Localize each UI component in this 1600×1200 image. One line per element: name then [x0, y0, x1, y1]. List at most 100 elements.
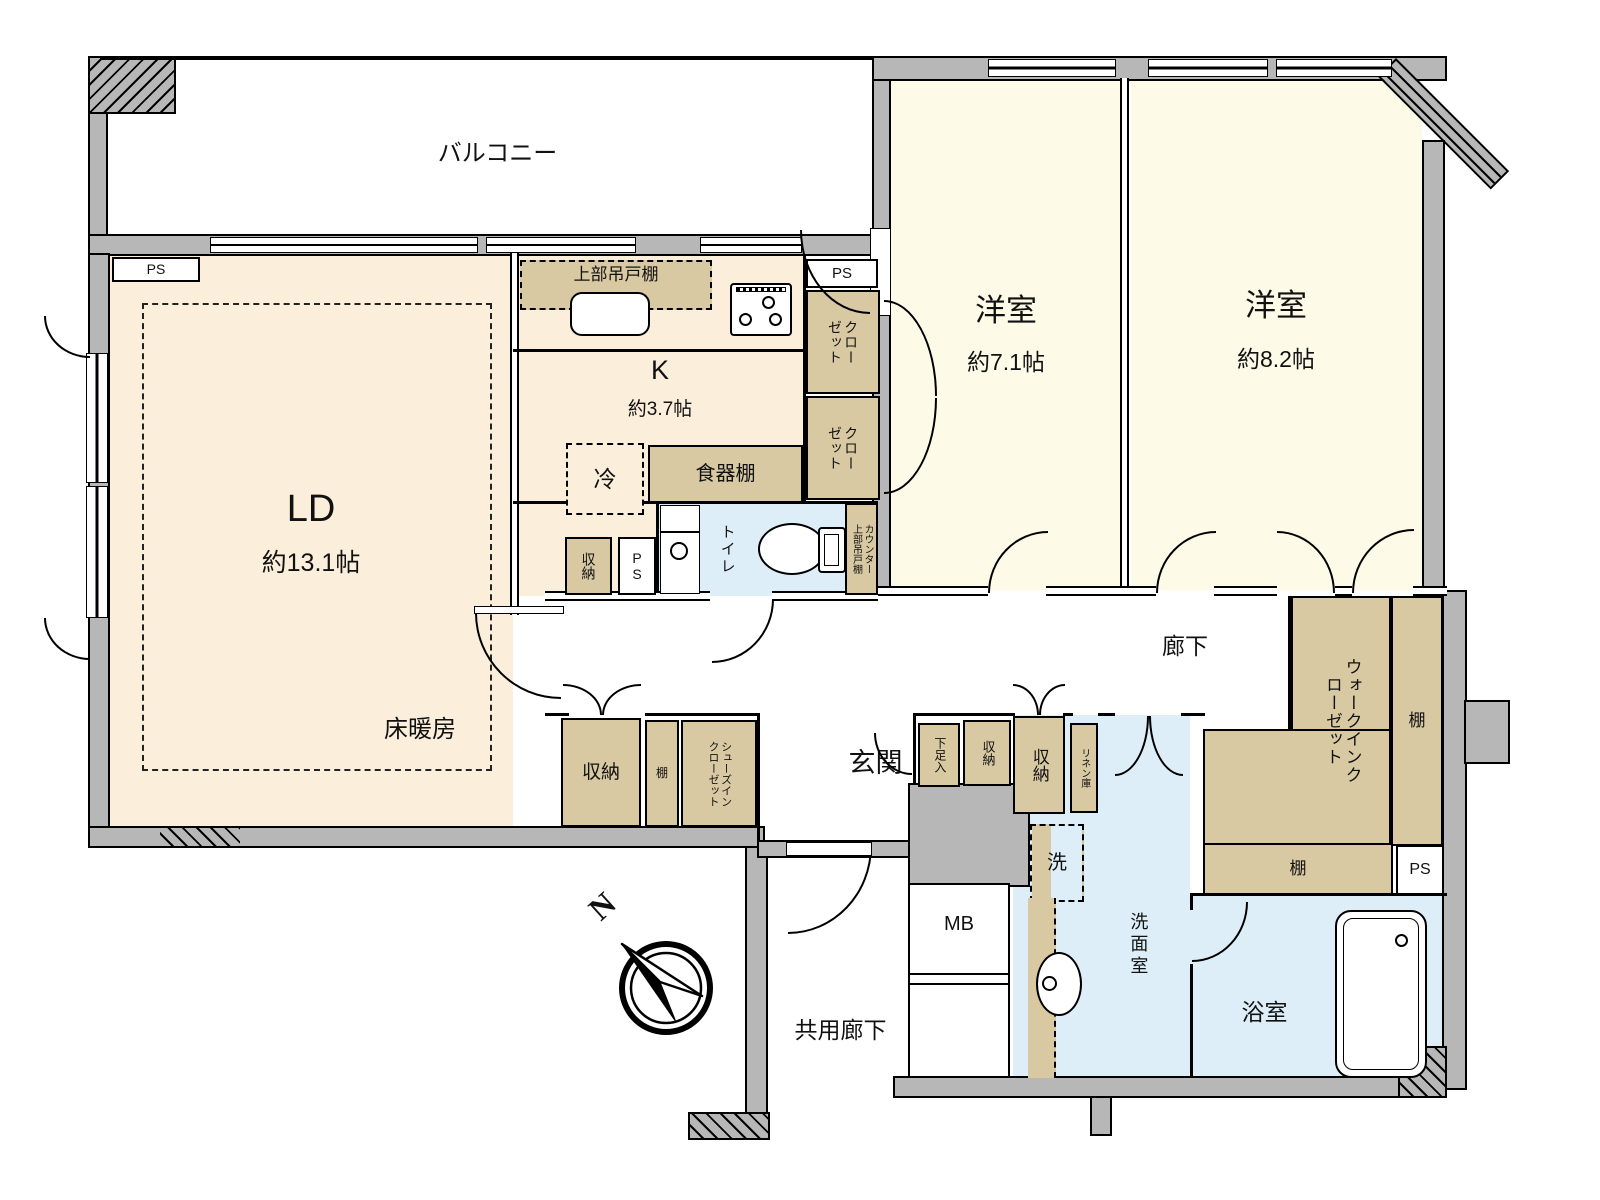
window-balcony-2	[486, 237, 636, 253]
shelf-sic: 棚	[645, 720, 679, 827]
ps-label: PS	[1409, 860, 1431, 878]
dish-shelf-label: 食器棚	[695, 462, 756, 485]
wall-bottom	[893, 1076, 1447, 1098]
washbasin-icon	[1036, 952, 1082, 1016]
washroom-label: 洗面室	[1108, 885, 1168, 1005]
corridor-label: 廊下	[1162, 632, 1208, 659]
toilet-tank-icon	[818, 527, 846, 573]
counter-upper-cabinet-label: カウンター上部吊戸棚	[850, 524, 874, 574]
closet-label: クローゼット	[827, 319, 860, 365]
storage-label: 収納	[581, 761, 620, 783]
storage-label: 収納	[1029, 748, 1049, 782]
window-ld-left-2	[86, 486, 108, 618]
wall-corridor-bottom-6	[1181, 713, 1205, 716]
storage-mid: 収納	[565, 537, 612, 595]
wall-western-bottom-1	[878, 586, 988, 596]
door-ld-leaf	[474, 606, 564, 614]
ps-box-middle: PS	[618, 537, 656, 595]
shoe-box: 下足入	[918, 723, 960, 787]
window-western2-top-1	[1148, 59, 1268, 77]
ps-box-bottom-right: PS	[1396, 845, 1444, 895]
wall-bottom-stub	[1090, 1096, 1112, 1136]
bathtub-drain	[1395, 934, 1408, 947]
kitchen-size: 約3.7帖	[627, 399, 693, 421]
closet-label: クローゼット	[827, 425, 860, 471]
western1-label: 洋室	[975, 293, 1037, 329]
western2-label: 洋室	[1245, 288, 1307, 324]
compass: N	[581, 885, 726, 1046]
wall-right-upper	[1422, 140, 1445, 605]
walk-in-closet-lower	[1203, 729, 1391, 846]
shoe-box-label: 下足入	[932, 737, 947, 773]
window-western2-top-2	[1276, 59, 1392, 77]
ps-box-top-left: PS	[112, 257, 200, 282]
linen-storage: リネン庫	[1070, 723, 1098, 813]
toilet-room-label: トイレ	[718, 523, 736, 575]
wall-corridor-top-2	[772, 591, 878, 601]
shelf-label: 棚	[1289, 859, 1307, 879]
shelf-wic-bottom: 棚	[1203, 843, 1393, 895]
wall-bath-divider-1	[1190, 893, 1193, 910]
storage-corridor: 収納	[561, 718, 641, 827]
window-casement-2	[44, 618, 90, 660]
wall-ld-bottom	[88, 826, 765, 848]
door-entrance	[788, 846, 872, 934]
wall-toilet-left	[656, 503, 659, 596]
room-western-2	[1131, 78, 1422, 590]
window-balcony-3	[700, 237, 802, 253]
floor-heating-area	[142, 303, 492, 771]
wall-corridor-bottom-3	[915, 713, 1015, 716]
wall-block-mb	[908, 783, 1030, 887]
meter-box: MB	[908, 883, 1010, 1078]
wall-western-bottom-4	[1335, 586, 1352, 596]
wall-western-bottom-2	[1046, 586, 1156, 596]
shelf-wic-right: 棚	[1391, 596, 1443, 846]
stove-grill	[736, 287, 786, 292]
toilet-bowl-icon	[758, 523, 826, 575]
walk-in-closet-label: ウォークインクローゼット	[1294, 606, 1390, 836]
wall-hatch-ld-bottom	[160, 828, 240, 846]
stove-burner	[762, 296, 775, 309]
wall-ld-kitchen	[510, 253, 519, 615]
window-ld-left-1	[86, 353, 108, 483]
counter-upper-cabinet: カウンター上部吊戸棚	[845, 503, 878, 595]
kitchen-label: K	[650, 355, 669, 386]
room-western-1	[890, 78, 1122, 590]
ld-label: LD	[286, 488, 336, 531]
window-casement-1	[44, 316, 90, 358]
window-western1-top	[988, 59, 1116, 77]
wall-western-divider	[1120, 78, 1129, 590]
ps-label: PS	[146, 261, 166, 278]
fridge-label: 冷	[593, 465, 617, 492]
wall-entrance-left	[757, 713, 760, 842]
wall-corridor-bottom-1	[545, 713, 569, 716]
washer-label: 洗	[1047, 851, 1067, 874]
linen-storage-label: リネン庫	[1078, 748, 1090, 788]
door-toilet	[712, 599, 774, 663]
wall-common-left	[745, 846, 768, 1118]
meter-box-divider	[910, 973, 1008, 985]
western1-size: 約7.1帖	[967, 348, 1045, 375]
door-storage-entrance-left	[1013, 684, 1039, 715]
door-storage-entrance-right	[1039, 684, 1065, 715]
walk-in-closet-text: ウォークインクローゼット	[1323, 658, 1362, 784]
wall-corridor-wic	[1288, 596, 1291, 733]
washer-space: 洗	[1030, 824, 1084, 902]
wall-kitchen-right	[803, 255, 806, 503]
door-entrance-opening	[786, 842, 872, 856]
toilet-counter	[660, 505, 700, 594]
wall-western-bottom-3	[1214, 586, 1277, 596]
storage-label: 収納	[980, 740, 996, 766]
bathtub-inner	[1343, 918, 1419, 1070]
balcony-label: バルコニー	[437, 140, 558, 168]
meter-box-label: MB	[944, 913, 974, 935]
washroom-text: 洗面室	[1128, 912, 1149, 978]
wall-bath-divider-2	[1190, 964, 1193, 1078]
shoes-in-closet: シューズインクローゼット	[681, 720, 757, 827]
room-living-dining	[110, 255, 513, 828]
wall-right-lower	[1442, 590, 1467, 1090]
storage-entrance-large: 収納	[1013, 716, 1065, 814]
wall-entrance-right	[913, 713, 916, 785]
wall-corridor-bottom-4	[1063, 713, 1073, 716]
